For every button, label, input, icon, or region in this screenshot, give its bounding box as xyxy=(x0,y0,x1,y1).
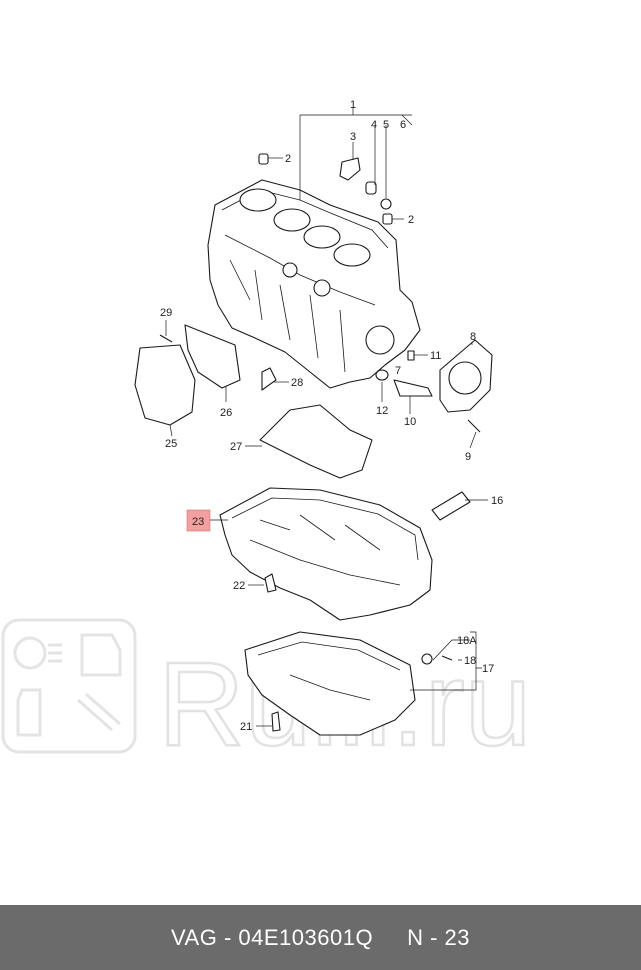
callout-18: 18 xyxy=(464,655,476,667)
callout-6: 6 xyxy=(400,119,406,131)
part-number-footer: VAG - 04E103601Q N - 23 xyxy=(0,905,641,970)
callout-3: 3 xyxy=(350,131,356,143)
bolt-21 xyxy=(271,711,281,732)
bolt-29 xyxy=(159,334,173,343)
cover-25 xyxy=(134,344,196,426)
callout-29: 29 xyxy=(160,307,172,319)
callout-12: 12 xyxy=(376,405,388,417)
callout-7: 7 xyxy=(395,365,401,377)
callout-23: 23 xyxy=(192,516,204,528)
bolt-9 xyxy=(467,419,481,433)
sealant-tube-16 xyxy=(431,491,471,521)
block-small-parts xyxy=(258,153,493,433)
callout-labels: 1 2 3 4 5 6 2 8 11 7 12 10 9 28 29 26 25… xyxy=(160,99,503,733)
oil-pan-upper-23 xyxy=(219,487,433,621)
leader-lines xyxy=(165,108,488,727)
oil-baffle-27 xyxy=(259,404,373,479)
oil-pan-lower-17 xyxy=(244,631,453,736)
drain-plug-18 xyxy=(441,655,453,661)
callout-21: 21 xyxy=(240,721,252,733)
callout-17: 17 xyxy=(482,663,494,675)
highlight-box-23 xyxy=(186,509,211,532)
bolt-3 xyxy=(339,157,361,181)
watermark-logo-frame xyxy=(1,618,137,754)
plug-2-top xyxy=(258,153,269,165)
callout-22: 22 xyxy=(233,580,245,592)
callout-11: 11 xyxy=(430,350,441,362)
callout-28: 28 xyxy=(291,377,303,389)
side-covers xyxy=(134,324,241,426)
callout-4: 4 xyxy=(371,119,377,131)
footer-part-number: 04E103601Q xyxy=(238,924,374,950)
plug-5 xyxy=(380,198,392,210)
pin-11 xyxy=(407,350,415,361)
washer-18a xyxy=(421,653,433,665)
bolt-22 xyxy=(264,573,277,593)
callout-9: 9 xyxy=(465,451,471,463)
callout-5: 5 xyxy=(383,119,389,131)
gasket-26 xyxy=(184,324,241,389)
parts-diagram: Rulli.ru xyxy=(1,99,533,772)
callout-27: 27 xyxy=(230,441,242,453)
callout-16: 16 xyxy=(491,495,503,507)
cylinder-block xyxy=(207,179,421,389)
callout-2-top: 2 xyxy=(285,153,291,165)
footer-brand: VAG xyxy=(171,924,218,950)
callout-10: 10 xyxy=(404,416,416,428)
footer-position-label: N - 23 xyxy=(407,924,470,950)
watermark-logo-icons xyxy=(13,633,122,737)
callout-25: 25 xyxy=(165,438,177,450)
callout-8: 8 xyxy=(470,331,476,343)
sensor-10 xyxy=(393,379,433,397)
callout-1: 1 xyxy=(350,99,356,111)
seal-12 xyxy=(375,369,389,381)
sensor-28 xyxy=(261,367,277,391)
callout-26: 26 xyxy=(220,407,232,419)
plug-2-right xyxy=(382,213,393,225)
footer-separator: - xyxy=(217,924,239,950)
callout-18a: 18A xyxy=(457,635,477,647)
plug-4 xyxy=(365,181,377,195)
callout-2-right: 2 xyxy=(408,214,414,226)
